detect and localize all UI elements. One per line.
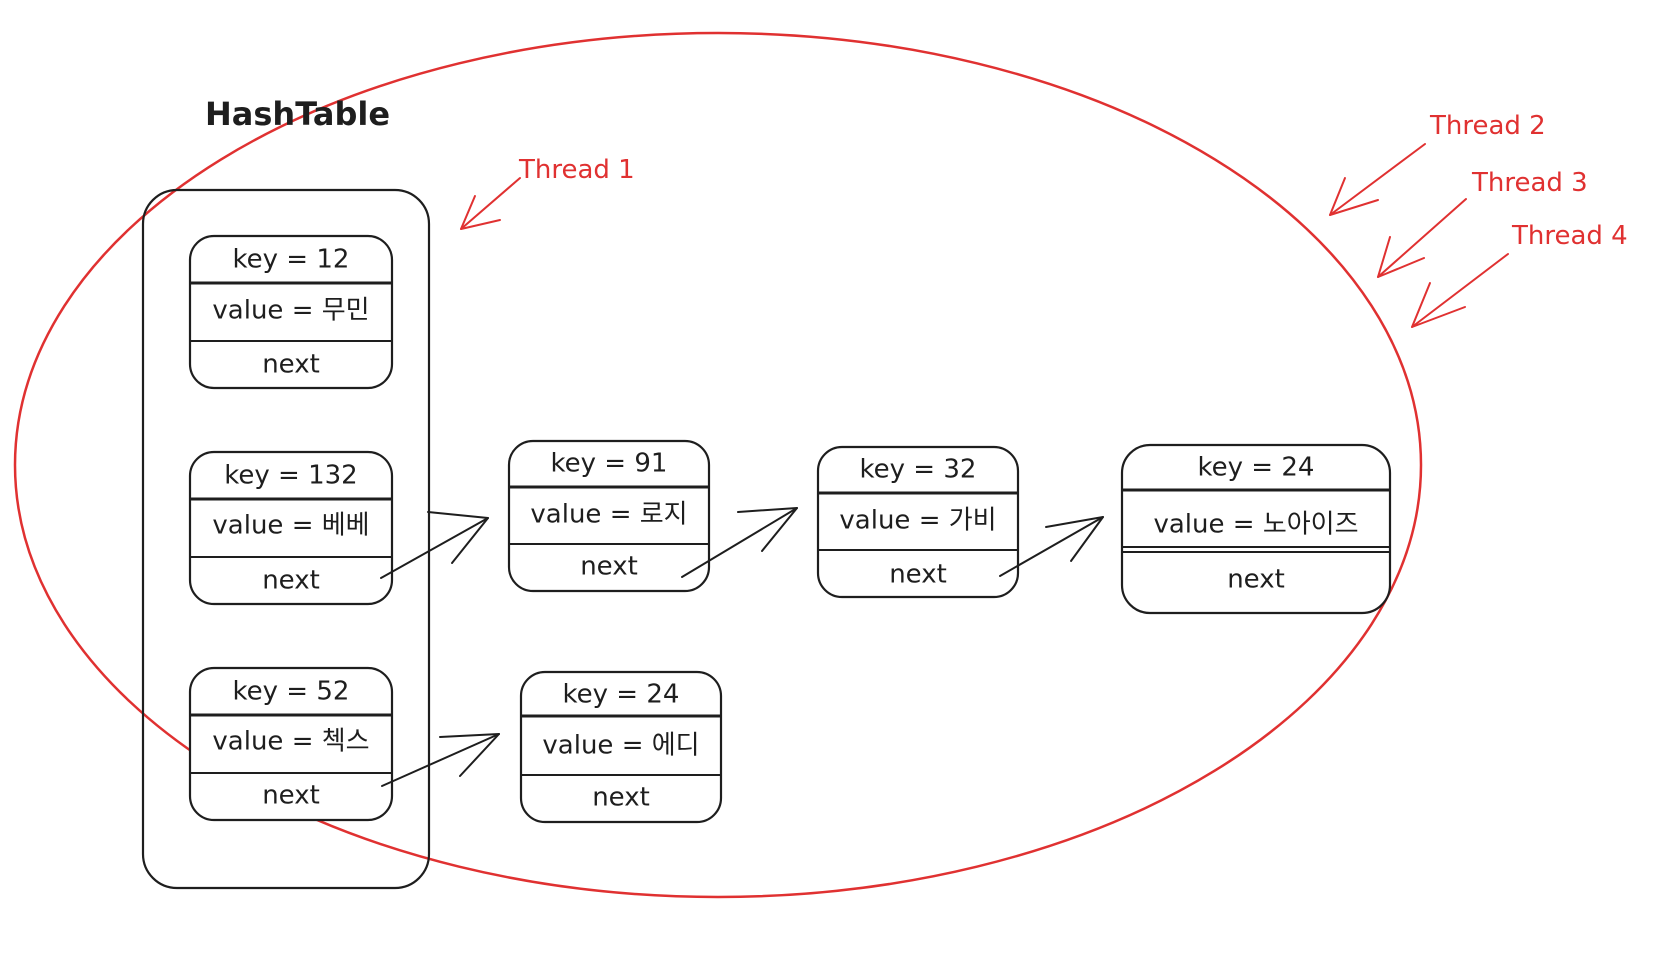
hashtable-container [141,188,431,890]
chain-key-label: key = 24 [1198,453,1315,483]
pointer-arrow-52-to-24 [381,733,500,787]
chain-value-label: value = 로지 [530,500,687,530]
thread-4-arrow [1411,253,1509,328]
bucket-value-label: value = 첵스 [212,727,369,757]
thread-3-arrow [1377,198,1467,278]
pointer-arrow-132-to-91 [380,511,489,579]
chain-value-label: value = 노아이즈 [1153,510,1358,540]
chain-next-label: next [889,560,947,590]
bucket-key-label: key = 52 [233,677,350,707]
chain-next-label: next [592,783,650,813]
bucket-next-label: next [262,350,320,380]
chain-node-24-edi: key = 24 value = 에디 next [519,670,723,824]
pointer-arrow-91-to-32 [681,507,798,578]
bucket-node-2: key = 52 value = 첵스 next [188,666,394,822]
bucket-value-label: value = 베베 [212,511,369,541]
bucket-key-label: key = 12 [233,245,350,275]
bucket-node-0: key = 12 value = 무민 next [188,234,394,390]
chain-key-label: key = 32 [860,455,977,485]
chain-value-label: value = 가비 [839,506,996,536]
chain-node-32: key = 32 value = 가비 next [816,445,1020,599]
shared-scope-ellipse [13,31,1423,899]
bucket-next-label: next [262,566,320,596]
thread-1-arrow [460,177,521,230]
chain-key-label: key = 91 [551,449,668,479]
chain-next-label: next [1227,565,1285,595]
pointer-arrow-32-to-24 [999,516,1104,577]
bucket-node-1: key = 132 value = 베베 next [188,450,394,606]
thread-4-label: Thread 4 [1511,221,1628,251]
bucket-value-label: value = 무민 [212,296,369,326]
thread-2-label: Thread 2 [1429,111,1546,141]
chain-node-91: key = 91 value = 로지 next [507,439,711,593]
chain-node-24-noaiz: key = 24 value = 노아이즈 next [1120,443,1392,615]
hashtable-title: HashTable [205,95,390,133]
thread-2-arrow [1329,143,1426,216]
chain-key-label: key = 24 [563,680,680,710]
bucket-next-label: next [262,781,320,811]
chain-value-label: value = 에디 [542,731,699,761]
chain-next-label: next [580,552,638,582]
thread-1-label: Thread 1 [518,155,635,185]
bucket-key-label: key = 132 [224,461,357,491]
thread-3-label: Thread 3 [1471,168,1588,198]
